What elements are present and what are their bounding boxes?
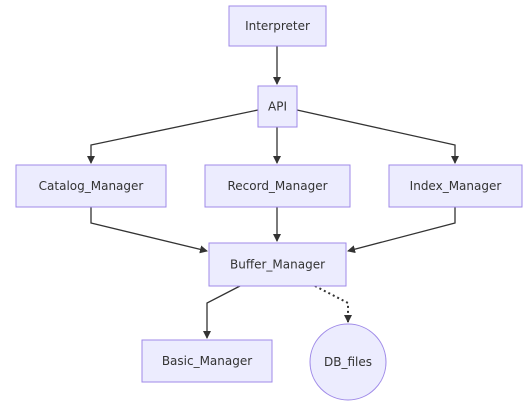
edges [87, 46, 459, 339]
node-interpreter-label: Interpreter [245, 19, 310, 33]
node-basic-manager[interactable]: Basic_Manager [141, 339, 273, 383]
edge-catalog-manager-to-buffer-manager [90, 207, 208, 254]
node-buffer-manager-label: Buffer_Manager [230, 258, 325, 272]
node-index-manager-label: Index_Manager [410, 179, 502, 193]
node-catalog-manager[interactable]: Catalog_Manager [15, 164, 167, 208]
edge-index-manager-to-buffer-manager [347, 207, 456, 254]
edge-api-to-catalog-manager [87, 109, 259, 164]
node-db-files[interactable]: DB_files [309, 323, 387, 401]
edge-buffer-manager-to-basic-manager [203, 285, 241, 339]
edge-api-to-index-manager [296, 109, 459, 164]
node-record-manager[interactable]: Record_Manager [204, 164, 351, 208]
node-catalog-manager-label: Catalog_Manager [39, 179, 144, 193]
node-api[interactable]: API [257, 85, 298, 128]
node-interpreter[interactable]: Interpreter [228, 5, 327, 47]
node-api-label: API [268, 100, 287, 114]
node-buffer-manager[interactable]: Buffer_Manager [208, 242, 347, 287]
node-record-manager-label: Record_Manager [227, 179, 327, 193]
node-index-manager[interactable]: Index_Manager [388, 164, 523, 208]
node-db-files-label: DB_files [324, 355, 372, 369]
node-basic-manager-label: Basic_Manager [162, 354, 252, 368]
edge-buffer-manager-to-db-files [314, 285, 352, 323]
